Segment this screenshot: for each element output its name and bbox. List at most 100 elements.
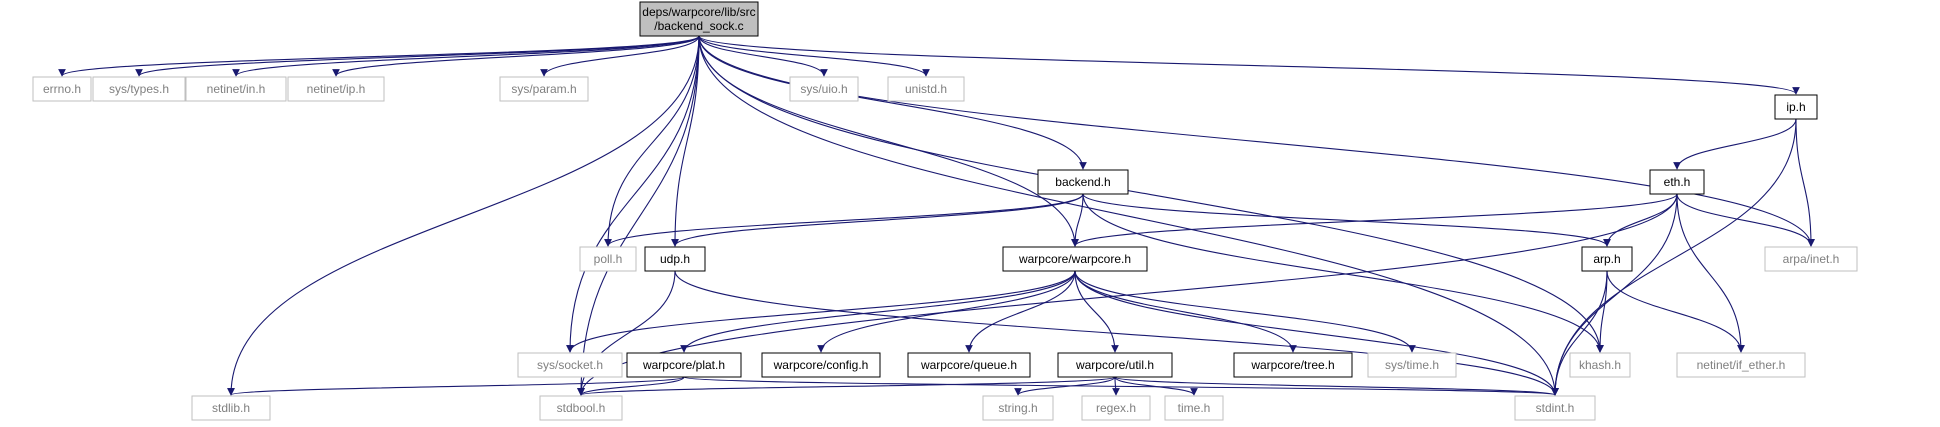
node-sys-time: sys/time.h (1367, 352, 1457, 378)
node-stdlib: stdlib.h (191, 395, 271, 421)
edge-backend_sock-to-netinet_in (232, 35, 700, 77)
node-string: string.h (982, 395, 1054, 421)
node-box-queue (907, 352, 1031, 378)
edge-ip-to-arpa_inet (1795, 118, 1815, 247)
node-box-string (982, 395, 1054, 421)
node-box-backend (1037, 169, 1129, 195)
node-label-eth: eth.h (1664, 175, 1691, 189)
edge-warpcore_h-to-tree (1074, 270, 1297, 353)
node-plat[interactable]: warpcore/plat.h (626, 352, 742, 378)
edge-backend_sock-to-khash (698, 35, 1604, 353)
node-arp[interactable]: arp.h (1581, 246, 1633, 272)
edge-ip-to-eth (1673, 118, 1797, 170)
node-label-khash: khash.h (1579, 358, 1621, 372)
edge-warpcore_h-to-sys_socket (566, 270, 1076, 353)
node-box-config (761, 352, 881, 378)
edge-backend_sock-to-udp (671, 35, 700, 247)
node-box-netinet-in (185, 76, 287, 102)
edge-backend_sock-to-warpcore_h (698, 35, 1079, 247)
edge-backend-to-arp (1082, 193, 1611, 247)
node-label-stdint: stdint.h (1536, 401, 1575, 415)
node-config[interactable]: warpcore/config.h (761, 352, 881, 378)
edge-util-to-time (1114, 376, 1198, 396)
node-util[interactable]: warpcore/util.h (1057, 352, 1173, 378)
node-box-unistd (887, 76, 965, 102)
edge-util-to-stdbool (577, 376, 1116, 396)
node-label-poll: poll.h (594, 252, 623, 266)
edge-util-to-stdint (1114, 376, 1559, 396)
edge-warpcore_h-to-queue (965, 270, 1076, 353)
node-box-sys-types (92, 76, 186, 102)
node-label-backend-sock-2: /backend_sock.c (654, 19, 743, 33)
node-box-arp (1581, 246, 1633, 272)
node-box-backend-sock (639, 1, 759, 37)
node-backend-sock[interactable]: deps/warpcore/lib/src/backend_sock.c (639, 1, 759, 37)
node-label-ip: ip.h (1786, 100, 1805, 114)
edge-warpcore_h-to-config (817, 270, 1076, 353)
node-label-sys-socket: sys/socket.h (537, 358, 603, 372)
node-box-eth (1649, 169, 1705, 195)
node-label-sys-param: sys/param.h (511, 82, 576, 96)
node-box-sys-param (499, 76, 589, 102)
edge-warpcore_h-to-plat (680, 270, 1076, 353)
node-label-tree: warpcore/tree.h (1250, 358, 1334, 372)
node-queue[interactable]: warpcore/queue.h (907, 352, 1031, 378)
edge-warpcore_h-to-stdint (1074, 270, 1559, 396)
edge-backend_sock-to-netinet_ip (332, 35, 700, 77)
edge-util-to-regex (1112, 376, 1120, 396)
node-label-netinet-in: netinet/in.h (207, 82, 266, 96)
node-box-util (1057, 352, 1173, 378)
node-netinet-in: netinet/in.h (185, 76, 287, 102)
edge-util-to-string (1014, 376, 1116, 396)
node-box-netinet-if-ether (1676, 352, 1806, 378)
node-label-udp: udp.h (660, 252, 690, 266)
edge-backend_sock-to-stdint (698, 35, 1559, 396)
node-label-errno: errno.h (43, 82, 81, 96)
edge-backend_sock-to-sys_types (135, 35, 700, 77)
edge-warpcore_h-to-sys_time (1074, 270, 1416, 353)
node-sys-types: sys/types.h (92, 76, 186, 102)
edges-layer (58, 35, 1815, 396)
node-label-sys-time: sys/time.h (1385, 358, 1439, 372)
node-box-stdbool (539, 395, 623, 421)
node-label-sys-types: sys/types.h (109, 82, 169, 96)
edge-backend-to-khash (1082, 193, 1604, 353)
node-label-sys-uio: sys/uio.h (800, 82, 847, 96)
node-eth[interactable]: eth.h (1649, 169, 1705, 195)
edge-backend_sock-to-backend (698, 35, 1087, 170)
edge-backend_sock-to-sys_socket (566, 35, 700, 353)
node-ip[interactable]: ip.h (1774, 94, 1818, 120)
edge-backend_sock-to-unistd (698, 35, 930, 77)
node-sys-uio: sys/uio.h (789, 76, 859, 102)
node-udp[interactable]: udp.h (644, 246, 706, 272)
node-label-regex: regex.h (1096, 401, 1136, 415)
node-label-stdbool: stdbool.h (557, 401, 606, 415)
node-poll: poll.h (579, 246, 637, 272)
edge-backend_sock-to-ip (698, 35, 1800, 95)
edge-backend_sock-to-arpa_inet (698, 35, 1815, 247)
edge-backend_sock-to-sys_param (540, 35, 700, 77)
node-errno: errno.h (32, 76, 92, 102)
edge-eth-to-stdint (1551, 193, 1678, 396)
node-label-unistd: unistd.h (905, 82, 947, 96)
node-label-util: warpcore/util.h (1075, 358, 1154, 372)
node-box-errno (32, 76, 92, 102)
node-label-string: string.h (998, 401, 1037, 415)
edge-backend_sock-to-stdbool (577, 35, 700, 396)
node-backend[interactable]: backend.h (1037, 169, 1129, 195)
node-box-khash (1569, 352, 1631, 378)
node-box-plat (626, 352, 742, 378)
node-box-arpa-inet (1764, 246, 1858, 272)
edge-warpcore_h-to-util (1074, 270, 1119, 353)
edge-backend-to-poll (604, 193, 1084, 247)
node-box-warpcore-h (1002, 246, 1148, 272)
edge-eth-to-netinet_if_ether (1676, 193, 1745, 353)
edge-eth-to-arpa_inet (1676, 193, 1815, 247)
node-unistd: unistd.h (887, 76, 965, 102)
node-warpcore-h[interactable]: warpcore/warpcore.h (1002, 246, 1148, 272)
node-tree[interactable]: warpcore/tree.h (1233, 352, 1353, 378)
node-label-time: time.h (1178, 401, 1211, 415)
node-stdbool: stdbool.h (539, 395, 623, 421)
node-regex: regex.h (1081, 395, 1151, 421)
